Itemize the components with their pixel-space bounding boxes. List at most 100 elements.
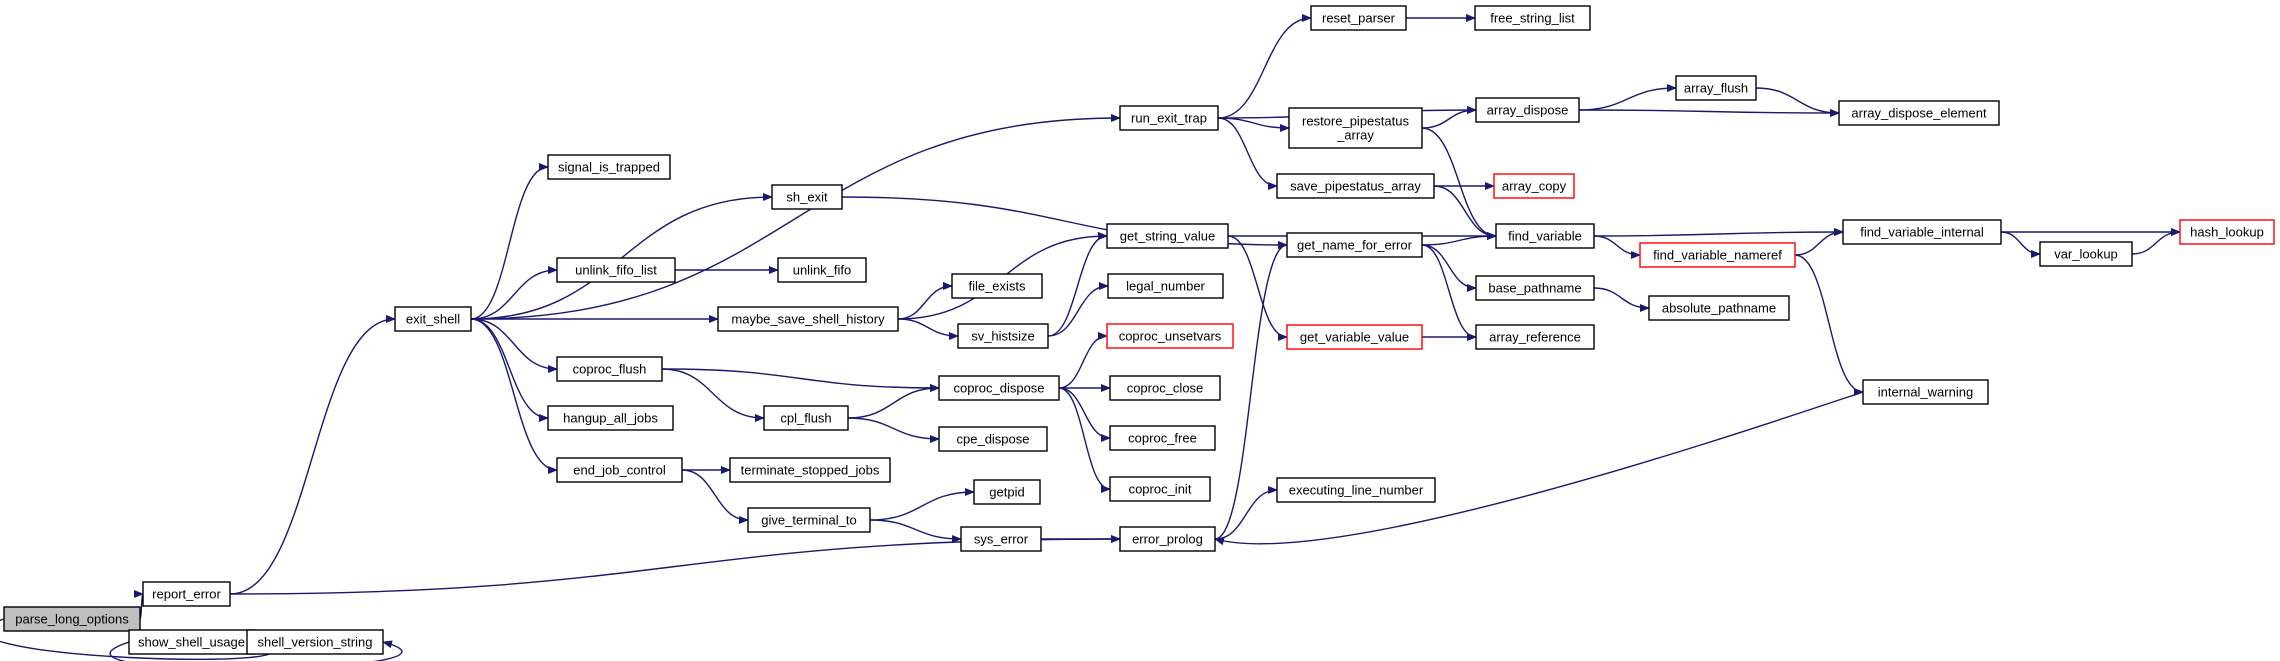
node-box-absolute_pathname[interactable] — [1648, 295, 1790, 321]
node-box-free_string_list[interactable] — [1474, 5, 1591, 31]
node-array_dispose[interactable]: array_dispose — [1475, 97, 1580, 123]
node-array_dispose_element[interactable]: array_dispose_element — [1838, 100, 2000, 126]
node-report_error[interactable]: report_error — [142, 581, 231, 607]
node-box-find_variable_nameref[interactable] — [1639, 242, 1796, 268]
node-box-coproc_init[interactable] — [1109, 476, 1211, 502]
node-save_pipestatus_array[interactable]: save_pipestatus_array — [1276, 173, 1435, 199]
node-box-show_shell_usage[interactable] — [128, 629, 255, 655]
node-maybe_save_shell_history[interactable]: maybe_save_shell_history — [717, 306, 899, 332]
node-box-report_error[interactable] — [142, 581, 231, 607]
node-box-unlink_fifo[interactable] — [777, 257, 867, 283]
node-box-var_lookup[interactable] — [2039, 241, 2133, 267]
node-box-save_pipestatus_array[interactable] — [1276, 173, 1435, 199]
node-box-coproc_dispose[interactable] — [938, 375, 1060, 401]
node-terminate_stopped_jobs[interactable]: terminate_stopped_jobs — [729, 457, 891, 483]
node-legal_number[interactable]: legal_number — [1107, 273, 1224, 299]
node-box-sh_exit[interactable] — [771, 184, 843, 210]
node-box-hash_lookup[interactable] — [2179, 219, 2275, 245]
node-var_lookup[interactable]: var_lookup — [2039, 241, 2133, 267]
node-box-executing_line_number[interactable] — [1276, 477, 1436, 503]
node-sh_exit[interactable]: sh_exit — [771, 184, 843, 210]
node-box-end_job_control[interactable] — [556, 457, 683, 483]
node-getpid[interactable]: getpid — [973, 479, 1041, 505]
node-reset_parser[interactable]: reset_parser — [1310, 5, 1407, 31]
node-box-find_variable_internal[interactable] — [1842, 219, 2002, 245]
node-get_name_for_error[interactable]: get_name_for_error — [1286, 232, 1423, 258]
node-box-file_exists[interactable] — [951, 273, 1043, 299]
node-box-base_pathname[interactable] — [1475, 275, 1595, 301]
node-box-maybe_save_shell_history[interactable] — [717, 306, 899, 332]
node-box-shell_version_string[interactable] — [246, 629, 384, 655]
node-hash_lookup[interactable]: hash_lookup — [2179, 219, 2275, 245]
node-sys_error[interactable]: sys_error — [960, 526, 1042, 552]
node-free_string_list[interactable]: free_string_list — [1474, 5, 1591, 31]
node-get_variable_value[interactable]: get_variable_value — [1286, 324, 1423, 350]
node-base_pathname[interactable]: base_pathname — [1475, 275, 1595, 301]
node-coproc_init[interactable]: coproc_init — [1109, 476, 1211, 502]
node-box-coproc_unsetvars[interactable] — [1106, 323, 1234, 349]
node-box-restore_pipestatus_array[interactable] — [1288, 107, 1423, 149]
node-show_shell_usage[interactable]: show_shell_usage — [128, 629, 255, 655]
node-coproc_close[interactable]: coproc_close — [1109, 375, 1221, 401]
node-box-array_dispose[interactable] — [1475, 97, 1580, 123]
node-box-exit_shell[interactable] — [394, 306, 472, 332]
node-array_copy[interactable]: array_copy — [1493, 173, 1575, 199]
node-coproc_flush[interactable]: coproc_flush — [556, 356, 663, 382]
node-box-coproc_close[interactable] — [1109, 375, 1221, 401]
node-exit_shell[interactable]: exit_shell — [394, 306, 472, 332]
node-box-sv_histsize[interactable] — [957, 323, 1049, 349]
node-box-sys_error[interactable] — [960, 526, 1042, 552]
node-box-cpe_dispose[interactable] — [938, 426, 1048, 452]
node-coproc_dispose[interactable]: coproc_dispose — [938, 375, 1060, 401]
node-box-error_prolog[interactable] — [1119, 526, 1216, 552]
node-box-hangup_all_jobs[interactable] — [547, 405, 674, 431]
node-error_prolog[interactable]: error_prolog — [1119, 526, 1216, 552]
node-hangup_all_jobs[interactable]: hangup_all_jobs — [547, 405, 674, 431]
node-array_reference[interactable]: array_reference — [1475, 324, 1595, 350]
node-box-array_dispose_element[interactable] — [1838, 100, 2000, 126]
node-box-array_flush[interactable] — [1675, 75, 1757, 101]
node-box-internal_warning[interactable] — [1862, 379, 1989, 405]
node-box-unlink_fifo_list[interactable] — [556, 257, 676, 283]
node-box-getpid[interactable] — [973, 479, 1041, 505]
node-end_job_control[interactable]: end_job_control — [556, 457, 683, 483]
node-find_variable_internal[interactable]: find_variable_internal — [1842, 219, 2002, 245]
node-unlink_fifo_list[interactable]: unlink_fifo_list — [556, 257, 676, 283]
node-file_exists[interactable]: file_exists — [951, 273, 1043, 299]
node-box-array_reference[interactable] — [1475, 324, 1595, 350]
node-box-give_terminal_to[interactable] — [747, 507, 871, 533]
node-give_terminal_to[interactable]: give_terminal_to — [747, 507, 871, 533]
node-box-get_variable_value[interactable] — [1286, 324, 1423, 350]
node-get_string_value[interactable]: get_string_value — [1106, 223, 1229, 249]
node-box-coproc_flush[interactable] — [556, 356, 663, 382]
node-signal_is_trapped[interactable]: signal_is_trapped — [547, 154, 671, 180]
node-box-array_copy[interactable] — [1493, 173, 1575, 199]
node-box-terminate_stopped_jobs[interactable] — [729, 457, 891, 483]
node-restore_pipestatus_array[interactable]: restore_pipestatus_array — [1288, 107, 1423, 149]
node-box-cpl_flush[interactable] — [763, 405, 849, 431]
node-shell_version_string[interactable]: shell_version_string — [246, 629, 384, 655]
node-internal_warning[interactable]: internal_warning — [1862, 379, 1989, 405]
node-parse_long_options[interactable]: parse_long_options — [3, 606, 141, 632]
node-box-get_name_for_error[interactable] — [1286, 232, 1423, 258]
node-box-legal_number[interactable] — [1107, 273, 1224, 299]
node-find_variable_nameref[interactable]: find_variable_nameref — [1639, 242, 1796, 268]
node-unlink_fifo[interactable]: unlink_fifo — [777, 257, 867, 283]
node-sv_histsize[interactable]: sv_histsize — [957, 323, 1049, 349]
node-array_flush[interactable]: array_flush — [1675, 75, 1757, 101]
node-coproc_free[interactable]: coproc_free — [1109, 425, 1216, 451]
node-cpl_flush[interactable]: cpl_flush — [763, 405, 849, 431]
node-box-signal_is_trapped[interactable] — [547, 154, 671, 180]
node-cpe_dispose[interactable]: cpe_dispose — [938, 426, 1048, 452]
node-box-parse_long_options[interactable] — [3, 606, 141, 632]
node-box-coproc_free[interactable] — [1109, 425, 1216, 451]
node-box-get_string_value[interactable] — [1106, 223, 1229, 249]
node-coproc_unsetvars[interactable]: coproc_unsetvars — [1106, 323, 1234, 349]
node-box-find_variable[interactable] — [1495, 223, 1595, 249]
node-run_exit_trap[interactable]: run_exit_trap — [1119, 105, 1219, 131]
node-absolute_pathname[interactable]: absolute_pathname — [1648, 295, 1790, 321]
node-find_variable[interactable]: find_variable — [1495, 223, 1595, 249]
node-box-run_exit_trap[interactable] — [1119, 105, 1219, 131]
node-box-reset_parser[interactable] — [1310, 5, 1407, 31]
node-executing_line_number[interactable]: executing_line_number — [1276, 477, 1436, 503]
